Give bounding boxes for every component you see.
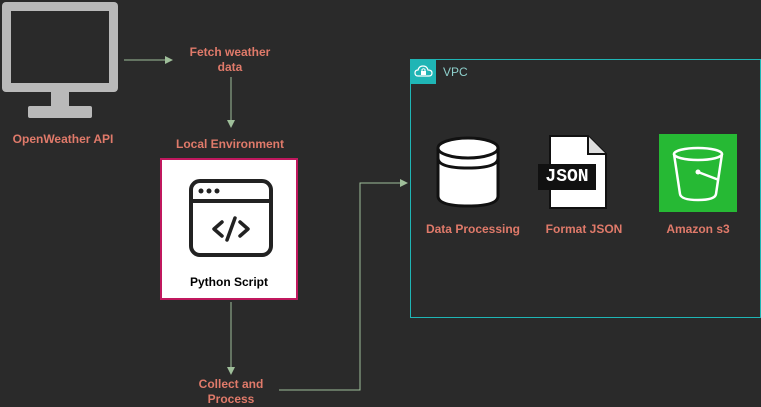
json-file-icon: JSON	[538, 134, 608, 210]
bucket-icon	[659, 134, 737, 212]
data-processing-label: Data Processing	[425, 222, 521, 236]
code-window-icon	[189, 179, 273, 257]
local-environment-label: Local Environment	[175, 137, 285, 151]
json-badge-label: JSON	[545, 167, 589, 187]
collect-label: Collect and Process	[198, 377, 264, 406]
database-icon	[436, 136, 500, 208]
fetch-label: Fetch weather data	[189, 45, 271, 74]
vpc-label: VPC	[443, 65, 468, 79]
edge-collect-to-vpc	[279, 179, 408, 391]
vpc-tag	[411, 60, 436, 84]
format-json-label: Format JSON	[545, 222, 623, 236]
amazon-s3-label: Amazon s3	[666, 222, 730, 236]
openweather-label: OpenWeather API	[12, 132, 114, 146]
monitor-icon	[2, 2, 118, 118]
cloud-lock-icon	[414, 65, 433, 77]
python-script-node[interactable]: Python Script	[160, 158, 298, 300]
python-script-label: Python Script	[189, 275, 268, 289]
